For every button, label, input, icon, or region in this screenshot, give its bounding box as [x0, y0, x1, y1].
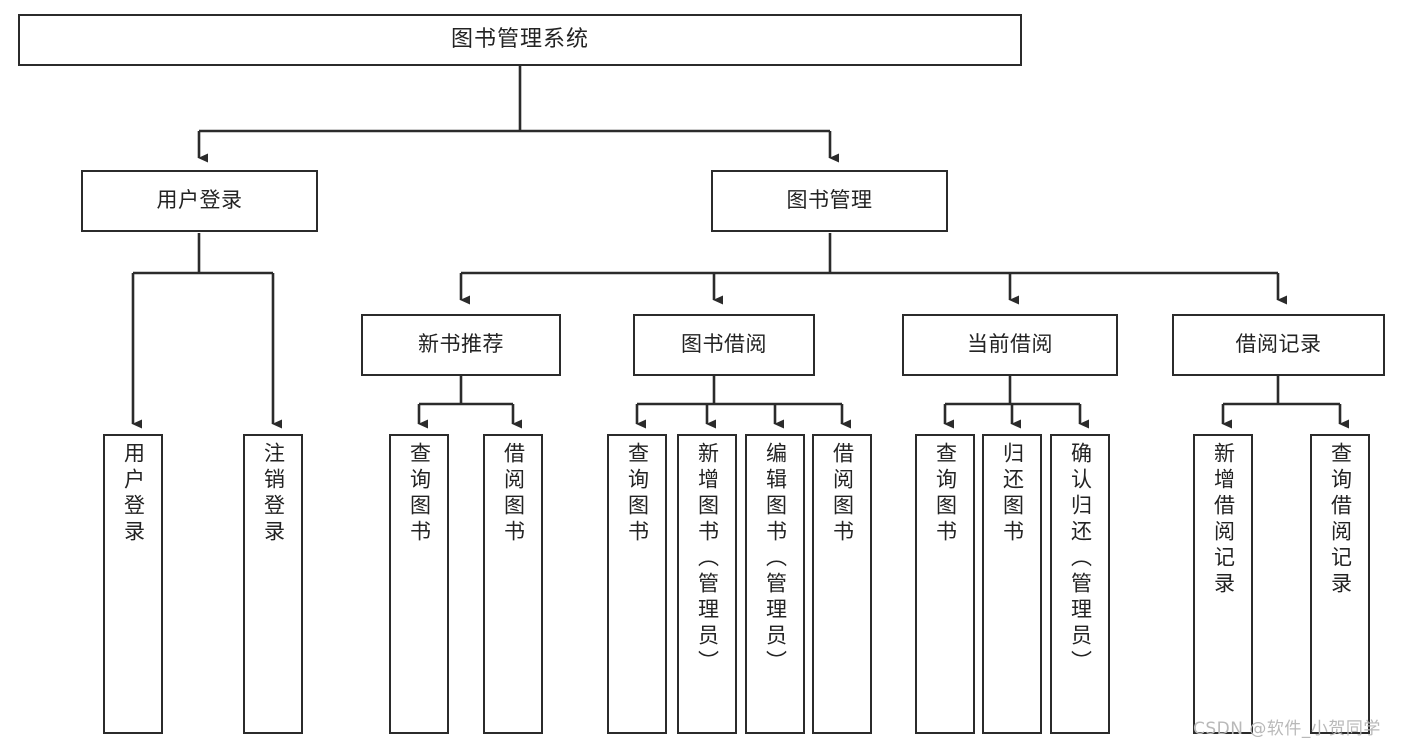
leaf-borrow-book-1[interactable]: 借阅图书 [483, 434, 543, 734]
leaf-borrow-book-2[interactable]: 借阅图书 [812, 434, 872, 734]
leaf-logout-login[interactable]: 注销登录 [243, 434, 303, 734]
leaf-confirm-return[interactable]: 确认归还（管理员） [1050, 434, 1110, 734]
node-root[interactable]: 图书管理系统 [18, 14, 1022, 66]
leaf-query-book-3[interactable]: 查询图书 [915, 434, 975, 734]
leaf-user-login[interactable]: 用户登录 [103, 434, 163, 734]
leaf-return-book-label: 归还图书 [1000, 442, 1025, 546]
leaf-user-login-label: 用户登录 [121, 442, 146, 546]
node-root-label: 图书管理系统 [450, 26, 589, 52]
leaf-add-book-label: 新增图书（管理员） [695, 442, 720, 676]
node-user-login[interactable]: 用户登录 [81, 170, 318, 232]
leaf-add-record[interactable]: 新增借阅记录 [1193, 434, 1253, 734]
leaf-add-book[interactable]: 新增图书（管理员） [677, 434, 737, 734]
node-current-borrow[interactable]: 当前借阅 [902, 314, 1118, 376]
leaf-confirm-return-label: 确认归还（管理员） [1068, 442, 1093, 676]
leaf-query-record-label: 查询借阅记录 [1328, 442, 1353, 598]
leaf-query-book-3-label: 查询图书 [933, 442, 958, 546]
leaf-add-record-label: 新增借阅记录 [1211, 442, 1236, 598]
node-user-login-label: 用户登录 [156, 188, 243, 213]
leaf-borrow-book-1-label: 借阅图书 [501, 442, 526, 546]
node-borrow-record-label: 借阅记录 [1235, 332, 1322, 357]
node-new-book-recommend-label: 新书推荐 [418, 332, 504, 357]
node-book-borrow[interactable]: 图书借阅 [633, 314, 815, 376]
node-book-management[interactable]: 图书管理 [711, 170, 948, 232]
leaf-return-book[interactable]: 归还图书 [982, 434, 1042, 734]
leaf-logout-login-label: 注销登录 [261, 442, 286, 546]
node-borrow-record[interactable]: 借阅记录 [1172, 314, 1385, 376]
leaf-edit-book[interactable]: 编辑图书（管理员） [745, 434, 805, 734]
node-book-borrow-label: 图书借阅 [681, 332, 767, 357]
leaf-query-record[interactable]: 查询借阅记录 [1310, 434, 1370, 734]
leaf-query-book-2[interactable]: 查询图书 [607, 434, 667, 734]
leaf-query-book-2-label: 查询图书 [625, 442, 650, 546]
leaf-edit-book-label: 编辑图书（管理员） [763, 442, 788, 676]
leaf-query-book-1[interactable]: 查询图书 [389, 434, 449, 734]
node-new-book-recommend[interactable]: 新书推荐 [361, 314, 561, 376]
node-current-borrow-label: 当前借阅 [967, 332, 1053, 357]
node-book-management-label: 图书管理 [786, 188, 873, 213]
leaf-query-book-1-label: 查询图书 [407, 442, 432, 546]
csdn-watermark: CSDN @软件_小贺同学 [1193, 719, 1381, 739]
leaf-borrow-book-2-label: 借阅图书 [830, 442, 855, 546]
